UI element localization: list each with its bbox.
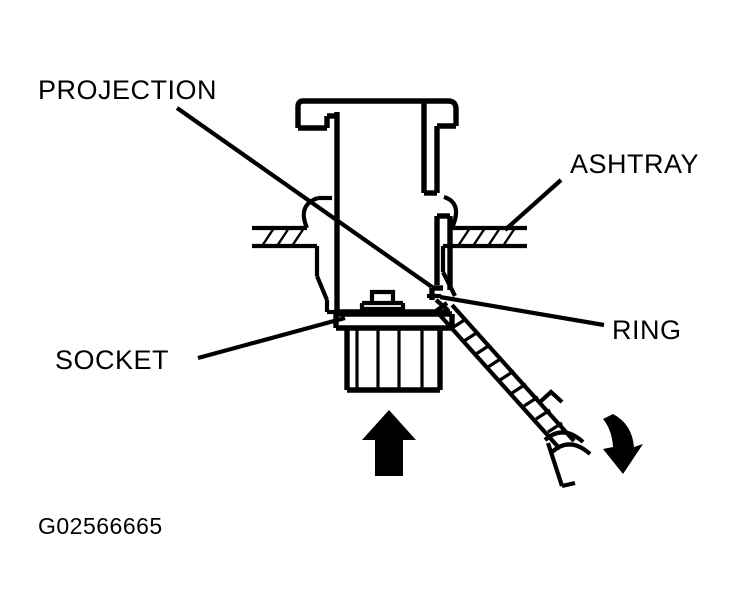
straight-up-arrow [362,410,416,476]
hatched-panel-left [252,225,307,249]
hatched-panel-right [452,225,527,249]
leader-ring [439,294,605,328]
projection-boss [359,289,406,312]
callout-label-ring: RING [612,315,682,345]
callout-label-socket: SOCKET [55,345,169,375]
leader-projection [175,106,434,289]
leader-socket [197,315,346,361]
callout-label-projection: PROJECTION [38,75,217,105]
screwdriver-tool [434,301,592,489]
socket-body [344,328,443,393]
figure-id: G02566665 [38,513,163,539]
leader-ashtray [503,178,563,232]
curved-down-arrow [603,414,643,474]
callout-leaders [175,106,605,361]
callout-label-ashtray: ASHTRAY [570,149,699,179]
